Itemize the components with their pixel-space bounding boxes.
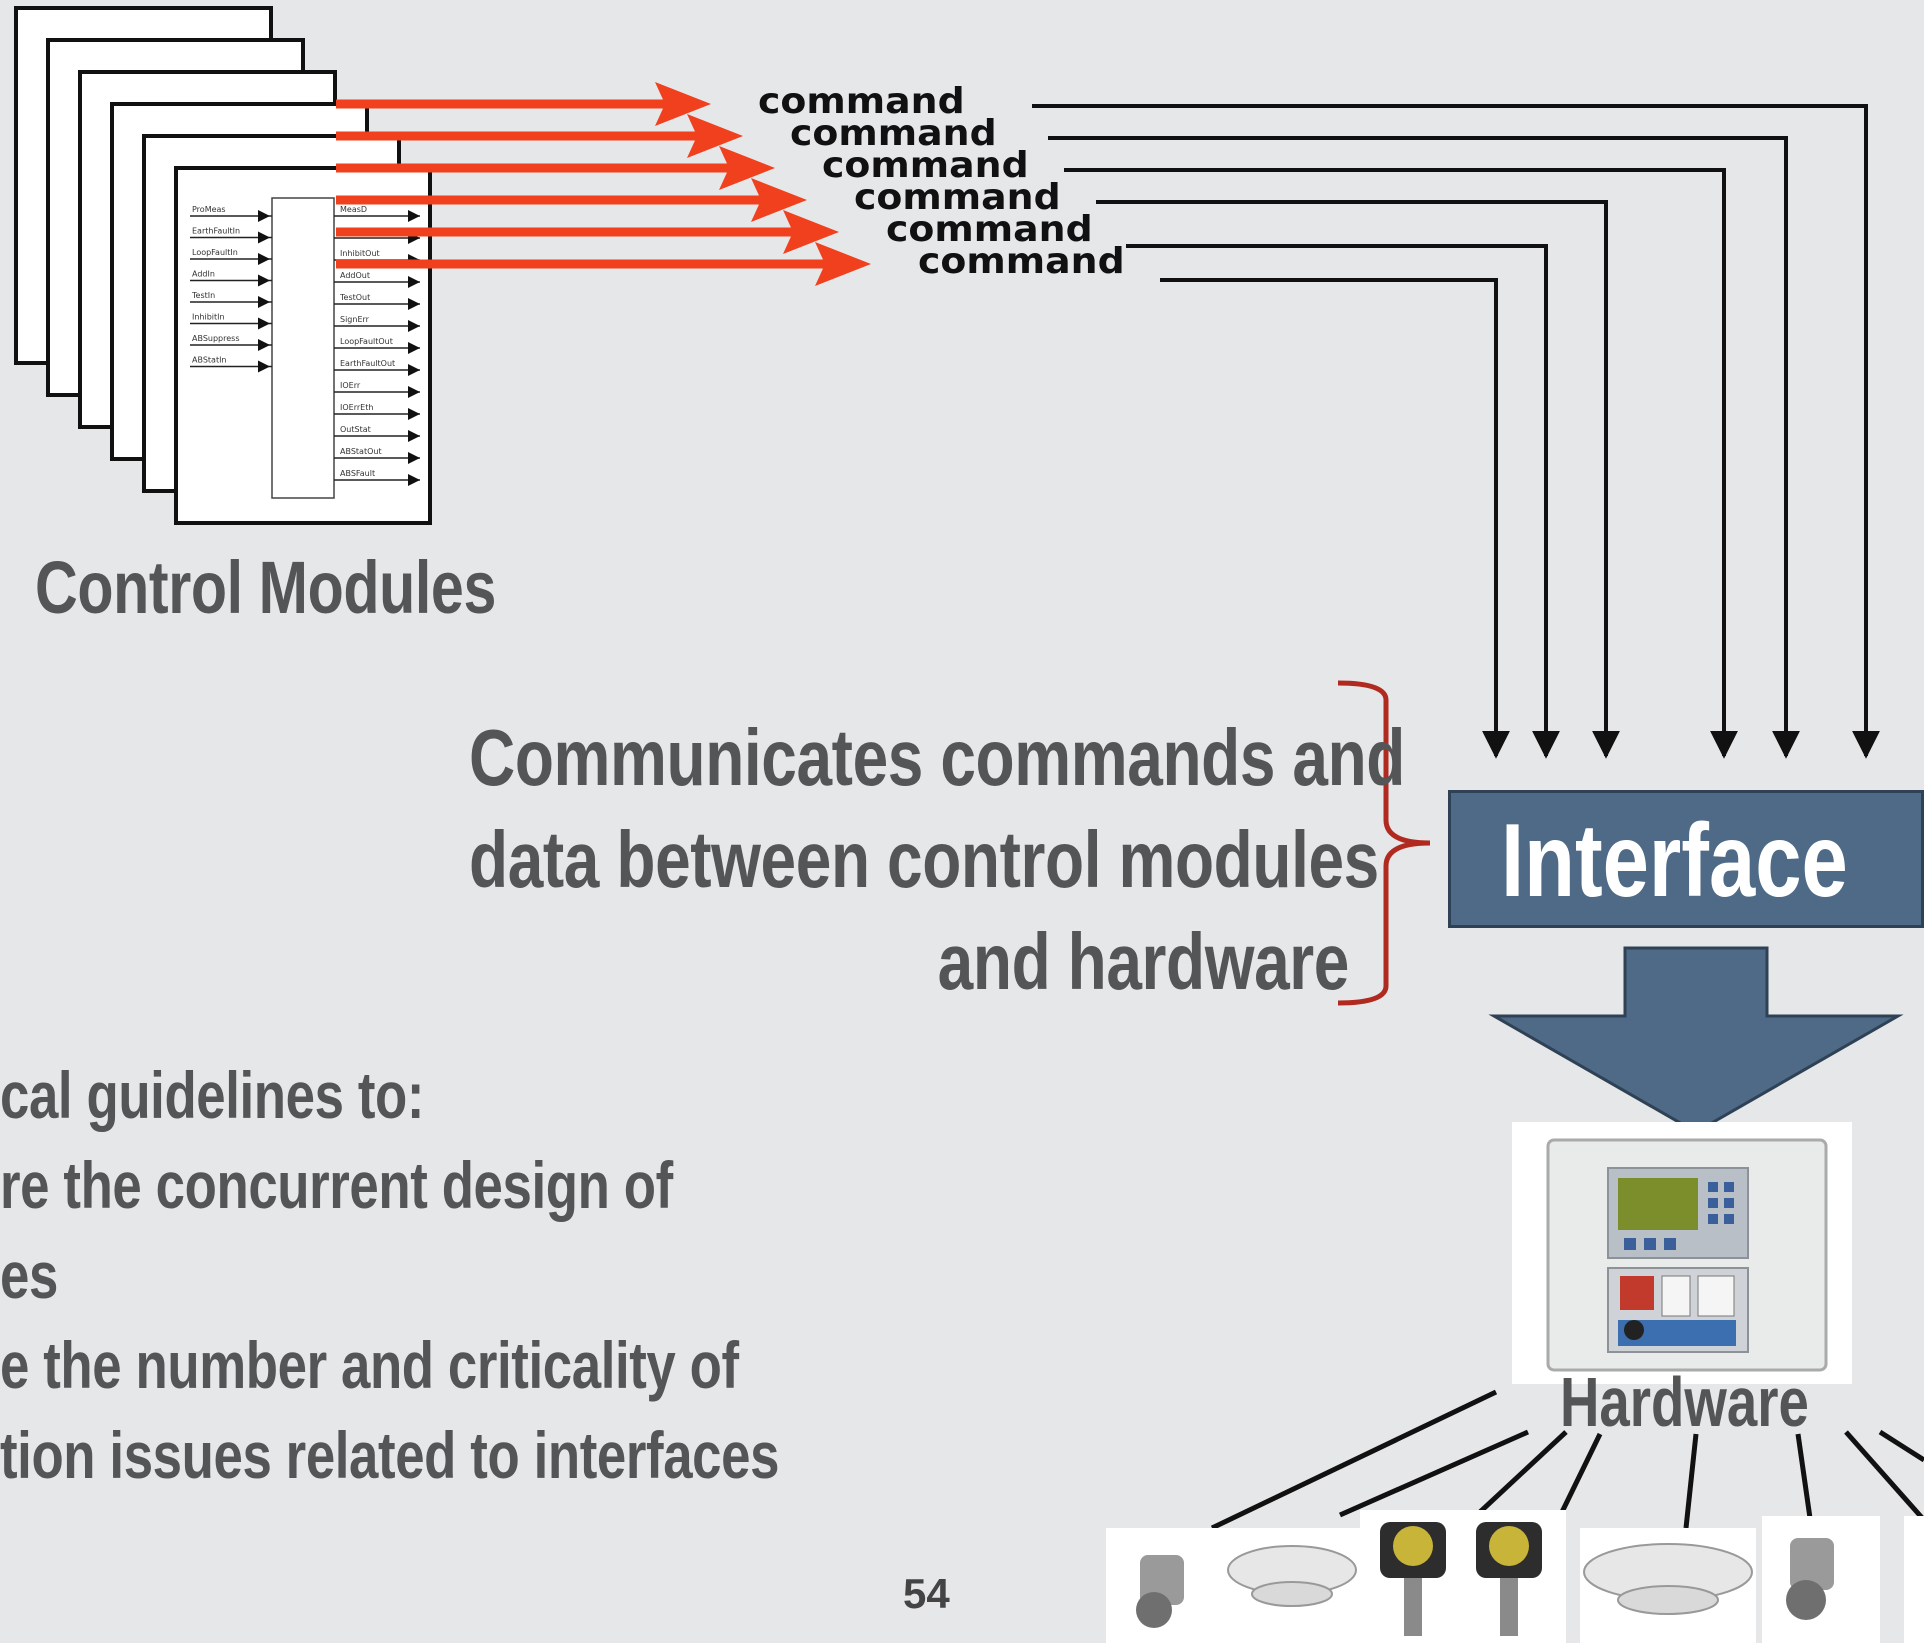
module-output-label: AddOut xyxy=(340,271,370,280)
curly-bracket xyxy=(1337,680,1431,1006)
hardware-label: Hardware xyxy=(1560,1363,1809,1441)
module-output-label: InhibitOut xyxy=(340,249,380,258)
module-output-arrow xyxy=(408,452,420,464)
smoke-detector-icon xyxy=(1583,1543,1753,1615)
guideline-line: e the number and criticality of xyxy=(0,1328,739,1402)
module-output-label: IOErr xyxy=(340,381,361,390)
command-label: command xyxy=(918,241,1125,282)
command-label: command xyxy=(822,145,1029,186)
module-output-arrow xyxy=(408,386,420,398)
description-line: Communicates commands and xyxy=(469,713,1405,802)
description-line: and hardware xyxy=(937,917,1350,1006)
module-input-label: InhibitIn xyxy=(192,313,225,322)
command-route-line xyxy=(1048,136,1800,759)
guideline-line: cal guidelines to: xyxy=(0,1058,425,1132)
command-arrows xyxy=(336,82,871,286)
module-output-label: ABSFault xyxy=(340,469,375,478)
module-input-arrow xyxy=(258,231,270,244)
command-arrow xyxy=(336,82,711,126)
command-arrow xyxy=(336,242,871,286)
module-input-arrow xyxy=(258,339,270,351)
interface-title: Interface xyxy=(1501,803,1848,919)
module-output-arrow xyxy=(408,298,420,310)
command-route-line xyxy=(1032,104,1880,759)
module-inputs: ProMeasEarthFaultInLoopFaultInAddInTestI… xyxy=(190,205,272,373)
hardware-panel-image xyxy=(1512,1122,1852,1384)
module-input-label: LoopFaultIn xyxy=(192,248,238,257)
flame-detector-icon xyxy=(1380,1522,1446,1636)
command-route-line xyxy=(1126,244,1560,759)
interface-box: Interface xyxy=(1448,790,1924,928)
command-label: command xyxy=(790,113,997,154)
module-input-arrow xyxy=(258,296,270,308)
module-output-label: IOErrEth xyxy=(340,403,373,412)
module-input-label: TestIn xyxy=(191,291,215,300)
command-label: command xyxy=(854,177,1061,218)
module-output-arrow xyxy=(408,276,420,288)
module-output-label: MeasD xyxy=(340,205,367,214)
module-input-arrow xyxy=(258,360,270,373)
page-number: 54 xyxy=(903,1570,950,1617)
command-label: command xyxy=(758,81,965,122)
guideline-line: es xyxy=(0,1238,58,1312)
module-output-arrow xyxy=(408,430,420,442)
command-routing-lines xyxy=(1032,104,1880,759)
module-output-label: TestOut xyxy=(339,293,370,302)
module-input-label: ProMeas xyxy=(192,205,226,214)
module-input-label: EarthFaultIn xyxy=(192,227,240,236)
gas-detector-icon xyxy=(1786,1538,1834,1620)
module-output-label: ABStatOut xyxy=(340,447,382,456)
control-modules-label: Control Modules xyxy=(35,546,496,629)
command-arrow xyxy=(336,210,839,254)
module-output-arrow xyxy=(408,474,420,486)
description-line: data between control modules xyxy=(469,815,1379,904)
command-route-line xyxy=(1160,278,1510,759)
module-output-arrow xyxy=(408,320,420,332)
command-arrow xyxy=(336,114,743,158)
module-input-arrow xyxy=(258,210,270,222)
smoke-detector-icon xyxy=(1227,1545,1357,1607)
interface-description: Communicates commands and data between c… xyxy=(249,707,1405,1013)
module-output-arrow xyxy=(408,342,420,354)
command-route-line xyxy=(1064,168,1738,759)
hardware-devices xyxy=(1106,1510,1924,1643)
module-output-arrow xyxy=(408,408,420,420)
module-output-arrow xyxy=(408,210,420,222)
guideline-line: tion issues related to interfaces xyxy=(0,1418,780,1492)
command-arrow xyxy=(336,178,807,222)
gas-detector-icon xyxy=(1136,1555,1184,1628)
module-input-label: ABStatIn xyxy=(192,356,227,365)
command-route-line xyxy=(1096,200,1620,759)
command-arrow xyxy=(336,146,775,190)
module-output-arrow xyxy=(408,364,420,376)
guidelines-list: cal guidelines to: re the concurrent des… xyxy=(0,1062,1000,1502)
module-input-arrow xyxy=(258,317,270,330)
module-input-arrow xyxy=(258,274,270,287)
module-output-label: OutStat xyxy=(340,425,371,434)
module-sheet-front: ProMeasEarthFaultInLoopFaultInAddInTestI… xyxy=(174,166,432,525)
guideline-line: re the concurrent design of xyxy=(0,1148,673,1222)
module-input-label: ABSuppress xyxy=(192,334,240,343)
interface-to-hardware-arrow xyxy=(1488,946,1904,1134)
module-output-label: LoopFaultOut xyxy=(340,337,393,346)
module-output-label: EarthFaultOut xyxy=(340,359,395,368)
command-label: command xyxy=(886,209,1093,250)
hardware-device-links xyxy=(1210,1389,1924,1531)
module-input-label: AddIn xyxy=(192,270,215,279)
control-module-stack: ProMeasEarthFaultInLoopFaultInAddInTestI… xyxy=(14,6,432,525)
module-output-label: SignErr xyxy=(340,315,370,324)
module-input-arrow xyxy=(258,253,270,265)
flame-detector-icon xyxy=(1476,1522,1542,1636)
